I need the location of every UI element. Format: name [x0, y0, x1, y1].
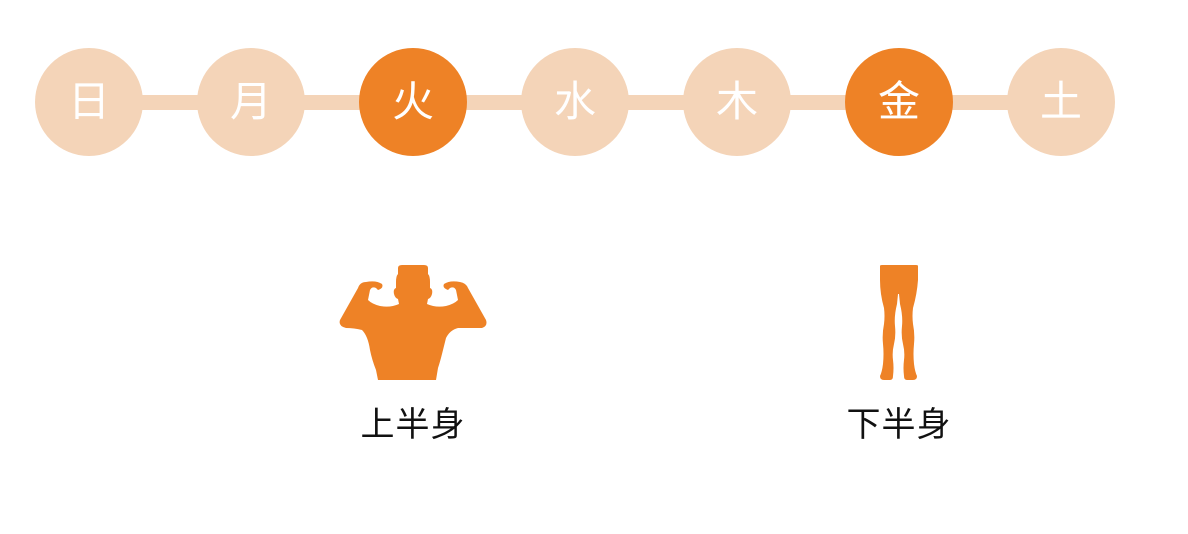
day-thursday[interactable]: 木 [683, 48, 791, 156]
day-label: 金 [877, 77, 920, 126]
day-monday[interactable]: 月 [197, 48, 305, 156]
upper-body-label: 上半身 [360, 405, 466, 445]
lower-body-label: 下半身 [846, 405, 952, 445]
day-label: 月 [229, 77, 272, 126]
day-friday[interactable]: 金 [845, 48, 953, 156]
flexing-upper-body-icon [338, 262, 488, 382]
day-saturday[interactable]: 土 [1007, 48, 1115, 156]
day-sunday[interactable]: 日 [35, 48, 143, 156]
day-label: 木 [715, 77, 758, 126]
day-tuesday[interactable]: 火 [359, 48, 467, 156]
day-label: 土 [1039, 77, 1082, 126]
legs-lower-body-icon [877, 262, 921, 382]
day-label: 日 [67, 77, 110, 126]
day-label: 水 [553, 77, 596, 126]
weekday-selector: 日 月 火 水 木 金 土 [0, 0, 1188, 200]
upper-body-option[interactable]: 上半身 [333, 262, 493, 442]
day-wednesday[interactable]: 水 [521, 48, 629, 156]
lower-body-option[interactable]: 下半身 [819, 262, 979, 442]
day-label: 火 [391, 77, 434, 126]
